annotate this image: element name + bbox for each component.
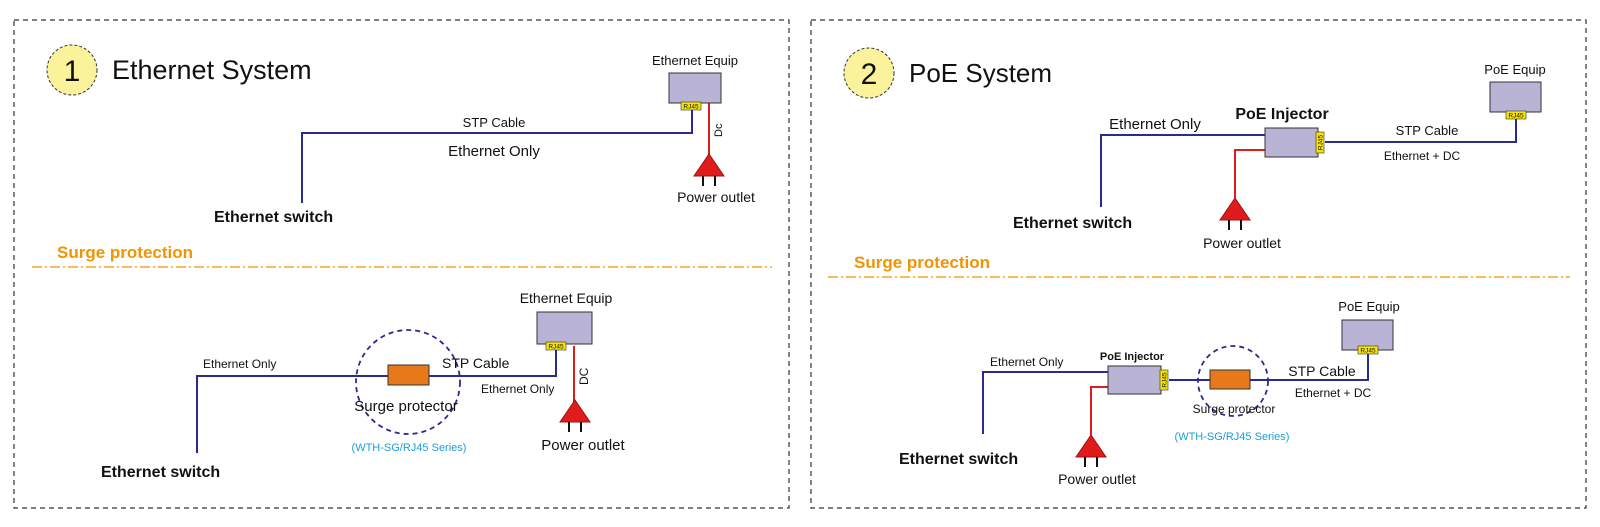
dc-label: Dc: [713, 123, 725, 137]
surge-protector-label: Surge protector: [1193, 402, 1276, 416]
cable-label: STP Cable: [442, 355, 510, 371]
combined-signal-label: Ethernet + DC: [1384, 149, 1461, 163]
signal-label: Ethernet Only: [990, 355, 1063, 369]
panel-number-badge: [843, 47, 895, 99]
poe-injector-device: [1107, 365, 1162, 395]
ethernet-switch-label: Ethernet switch: [899, 451, 1018, 468]
signal-label: Ethernet Only: [448, 143, 540, 160]
series-label: (WTH-SG/RJ45 Series): [1175, 431, 1290, 443]
stp-cable-line: [1325, 118, 1517, 143]
ethernet-switch-label: Ethernet switch: [1013, 215, 1132, 232]
power-outlet-label: Power outlet: [677, 189, 755, 205]
injector-label: PoE Injector: [1235, 106, 1328, 123]
rj45-port-label: RJ45: [548, 344, 564, 351]
rj45-port-label: RJ45: [683, 104, 699, 111]
panel-number-badge: [46, 44, 98, 96]
power-outlet-icon: [693, 153, 725, 187]
panel-ethernet-system: 1 Ethernet System RJ45 Ethernet Equip ST…: [13, 19, 790, 509]
rj45-port: [545, 341, 567, 351]
power-outlet-icon: [559, 399, 591, 433]
dc-power-line: [1090, 386, 1108, 435]
series-label: (WTH-SG/RJ45 Series): [352, 442, 467, 454]
panel-border: [13, 19, 790, 509]
injector-rj45-port-label: RJ45: [1162, 372, 1169, 388]
rj45-port-label: RJ45: [1508, 113, 1524, 120]
ethernet-only-line: [1100, 134, 1265, 207]
poe-injector-device: [1264, 127, 1319, 158]
power-outlet-label: Power outlet: [1058, 471, 1136, 487]
diagram-with-protection: RJ45 RJ45 PoE Equip PoE Injector Etherne…: [899, 299, 1400, 487]
ethernet-switch-label: Ethernet switch: [101, 464, 220, 481]
signal-label: Ethernet Only: [1109, 116, 1201, 133]
diagram-without-protection: RJ45 RJ45 PoE Equip PoE Injector Etherne…: [1013, 62, 1546, 251]
power-outlet-label: Power outlet: [541, 437, 625, 454]
dc-label: DC: [577, 367, 591, 385]
diagram-with-protection: RJ45 Ethernet Equip Ethernet Only STP Ca…: [101, 290, 626, 481]
surge-protector-device: [1209, 369, 1251, 390]
protection-zone-circle: [1197, 345, 1269, 417]
cable-label: STP Cable: [1396, 123, 1459, 138]
cable-label: STP Cable: [463, 115, 526, 130]
rj45-port: [680, 101, 702, 111]
ethernet-switch-label: Ethernet switch: [214, 209, 333, 226]
panel-number: 2: [861, 58, 878, 91]
combined-signal-label: Ethernet + DC: [1295, 386, 1372, 400]
left-signal-label: Ethernet Only: [203, 357, 276, 371]
surge-protection-heading: Surge protection: [57, 243, 193, 262]
protection-zone-circle: [355, 329, 461, 435]
poe-equip-device: [1341, 319, 1394, 351]
rj45-port-label: RJ45: [1360, 348, 1376, 355]
panel-border: [810, 19, 1587, 509]
power-outlet-label: Power outlet: [1203, 235, 1281, 251]
rj45-port: [1505, 110, 1527, 120]
power-outlet-icon: [1075, 434, 1107, 468]
panel-title: Ethernet System: [112, 55, 312, 85]
equip-label: Ethernet Equip: [652, 53, 738, 68]
surge-protector-device: [387, 364, 430, 386]
injector-rj45-port-label: RJ45: [1318, 135, 1325, 151]
diagram-without-protection: RJ45 Ethernet Equip STP Cable Ethernet O…: [214, 53, 755, 226]
dc-power-line: [1234, 149, 1265, 198]
surge-protector-label: Surge protector: [354, 398, 457, 415]
rj45-port: [1357, 345, 1379, 355]
cable-label: STP Cable: [1288, 363, 1356, 379]
equip-label: PoE Equip: [1484, 62, 1545, 77]
right-signal-label: Ethernet Only: [481, 382, 554, 396]
poe-equip-device: [1489, 81, 1542, 113]
injector-label: PoE Injector: [1100, 351, 1165, 363]
stp-cable-line: [196, 349, 557, 453]
panel-number: 1: [64, 55, 81, 88]
ethernet-equip-device: [668, 72, 722, 104]
stp-cable-line: [301, 106, 693, 203]
panel-title: PoE System: [909, 58, 1052, 88]
injector-rj45-port: [1159, 369, 1169, 391]
equip-label: PoE Equip: [1338, 299, 1399, 314]
surge-protection-heading: Surge protection: [854, 253, 990, 272]
ethernet-only-line: [982, 371, 1108, 434]
panel-poe-system: 2 PoE System RJ45 RJ45 PoE Equip PoE Inj…: [810, 19, 1587, 509]
ethernet-equip-device: [536, 311, 593, 345]
power-outlet-icon: [1219, 197, 1251, 231]
injector-rj45-port: [1315, 131, 1325, 154]
equip-label: Ethernet Equip: [520, 290, 613, 306]
